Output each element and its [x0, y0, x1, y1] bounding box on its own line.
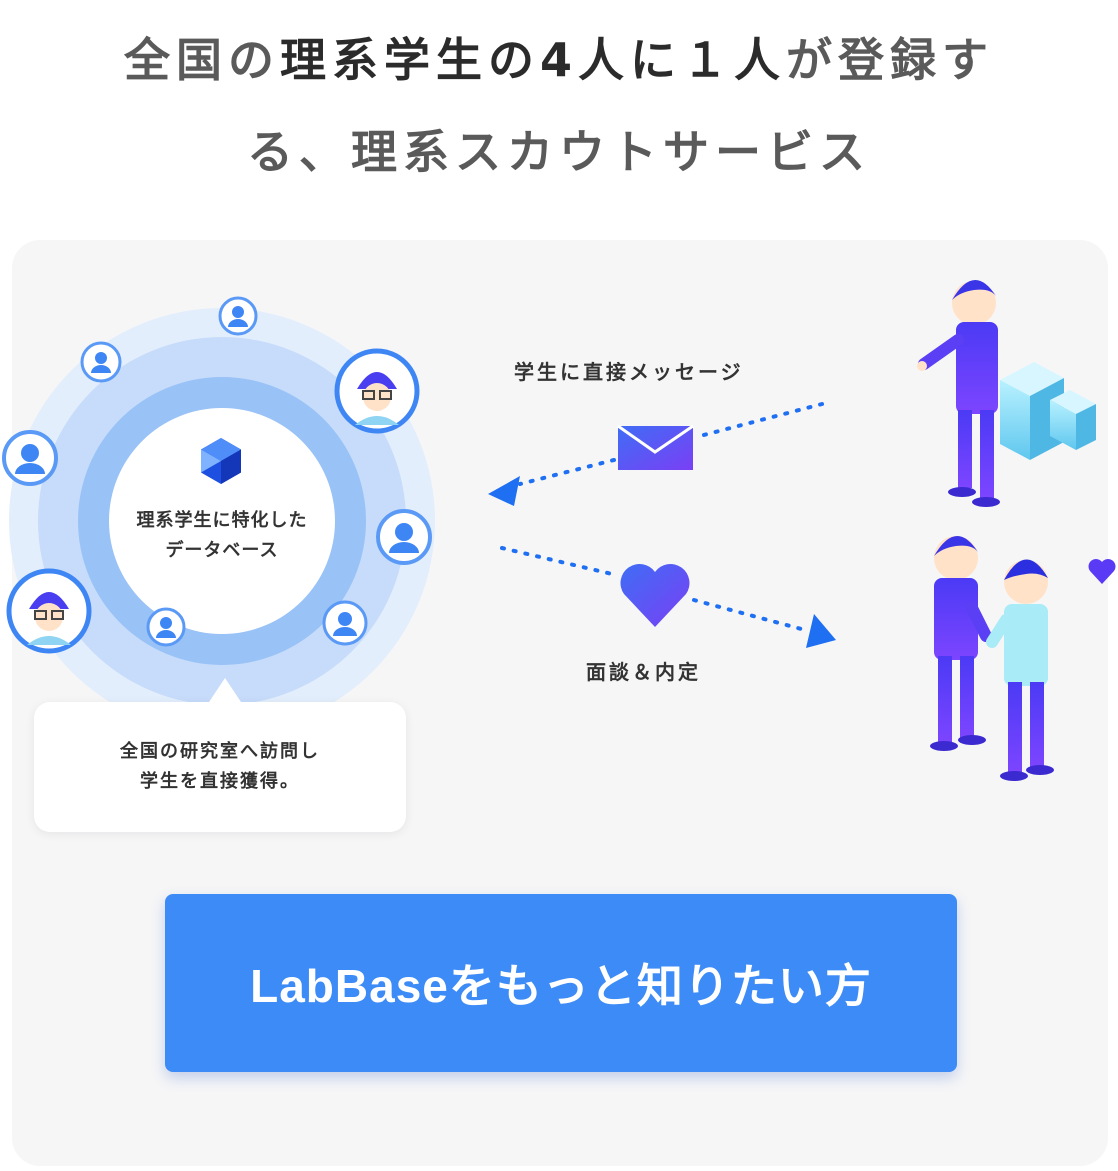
interview-label: 面談＆内定: [586, 660, 701, 684]
envelope-icon: [617, 424, 694, 470]
heart-icon: [620, 563, 690, 627]
user-avatar-icon: [146, 607, 186, 647]
database-label: 理系学生に特化した データベース: [136, 510, 308, 561]
arrow-right-icon: [806, 614, 836, 648]
headline-line2: る、理系スカウトサービス: [247, 125, 871, 179]
message-flow: [488, 402, 824, 506]
learn-more-button[interactable]: LabBaseをもっと知りたい方: [165, 894, 957, 1072]
student-avatar-icon: [334, 348, 420, 434]
message-label: 学生に直接メッセージ: [514, 360, 744, 384]
recruiter-figure: [917, 279, 1096, 507]
user-avatar-icon: [322, 600, 368, 646]
arrow-left-icon: [488, 476, 520, 506]
heart-icon: [1088, 559, 1116, 584]
headline-line1: 全国の理系学生の4人に１人が登録す: [123, 33, 994, 87]
hexagon-logo-icon: [201, 438, 241, 484]
headline-highlight: 理系学生の4人に１人: [279, 33, 786, 87]
callout-box: 全国の研究室へ訪問し 学生を直接獲得。: [34, 678, 406, 832]
user-avatar-icon: [376, 509, 432, 565]
user-avatar-icon: [218, 296, 258, 336]
handshake-figures: [930, 535, 1054, 781]
user-avatar-icon: [80, 341, 122, 383]
headline: 全国の理系学生の4人に１人が登録す る、理系スカウトサービス: [0, 14, 1118, 198]
student-avatar-icon: [6, 568, 92, 654]
interview-flow: [500, 546, 836, 648]
user-avatar-icon: [2, 430, 58, 486]
